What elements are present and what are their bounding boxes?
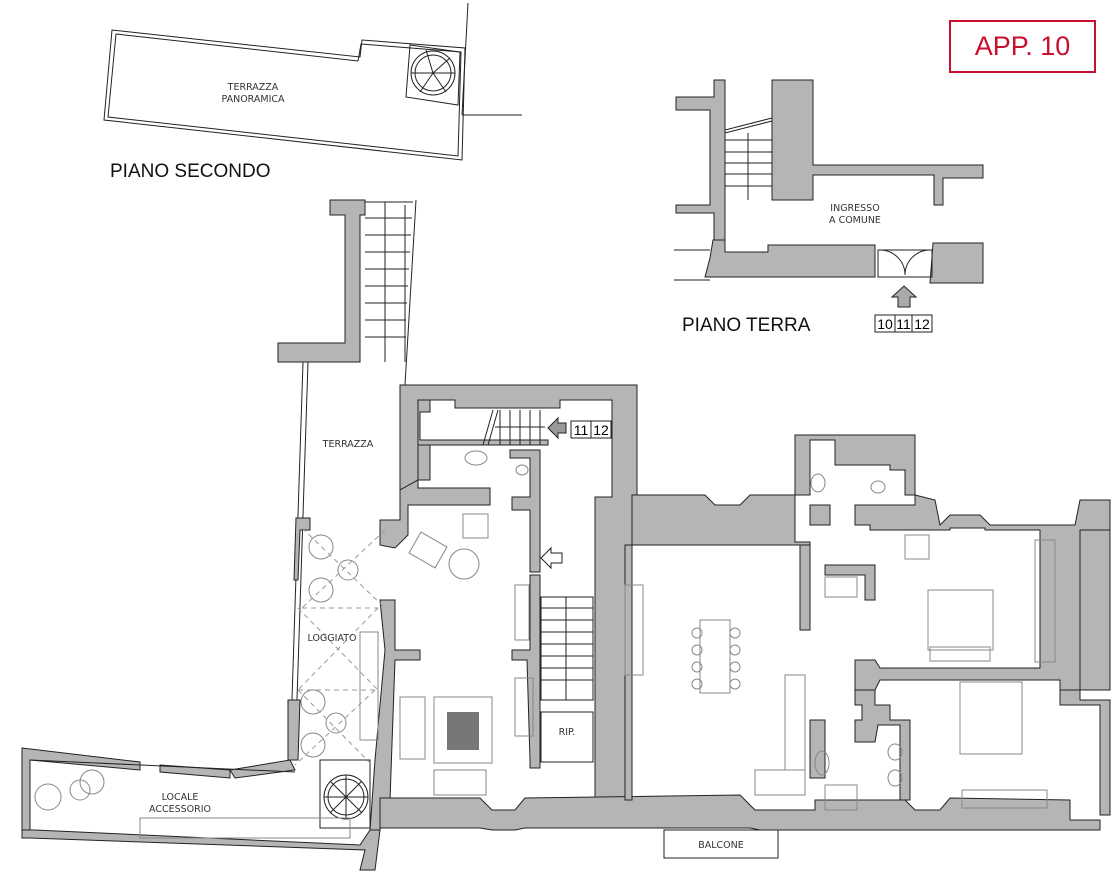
room-label: LOGGIATO — [308, 633, 357, 644]
apartment-number: 11 — [574, 422, 589, 438]
second-floor-plan: TERRAZZA PANORAMICA PIANO SECONDO — [103, 2, 522, 182]
apartment-number: 12 — [593, 422, 609, 438]
ground-floor-plan: INGRESSO A COMUNE PIANO TERRA 10 11 12 — [674, 79, 984, 336]
apartment-badge: APP. 10 — [949, 20, 1096, 73]
apartment-number: 11 — [896, 316, 911, 332]
furniture — [34, 450, 1056, 839]
room-label: RIP. — [559, 727, 576, 738]
room-label: PANORAMICA — [221, 94, 285, 105]
stairs-icon — [724, 117, 773, 200]
stairs-icon — [482, 409, 594, 701]
stairs-icon — [365, 201, 413, 362]
loggiato-dashed-lines — [294, 527, 386, 766]
room-label: INGRESSO — [830, 203, 879, 214]
entrance-arrow-icon — [547, 416, 567, 440]
apartment-number-boxes: 11 12 — [570, 420, 612, 439]
direction-arrow-icon — [540, 546, 563, 570]
first-floor-plan: 11 12 — [21, 199, 1111, 871]
floor-title: PIANO TERRA — [682, 315, 811, 336]
spiral-stair-icon — [410, 49, 456, 96]
floor-title: PIANO SECONDO — [110, 161, 270, 182]
apartment-number-boxes: 10 11 12 — [874, 314, 933, 333]
apartment-number: 12 — [914, 316, 930, 332]
room-label: TERRAZZA — [322, 439, 374, 450]
room-label: LOCALE — [162, 792, 199, 803]
spiral-stair-icon — [323, 774, 369, 820]
room-label: TERRAZZA — [227, 82, 279, 93]
room-label: A COMUNE — [829, 215, 881, 226]
double-door-icon — [877, 249, 933, 278]
entrance-arrow-icon — [890, 285, 918, 308]
room-label: BALCONE — [698, 840, 744, 851]
apartment-number: 10 — [877, 316, 893, 332]
room-label: ACCESSORIO — [149, 804, 211, 815]
